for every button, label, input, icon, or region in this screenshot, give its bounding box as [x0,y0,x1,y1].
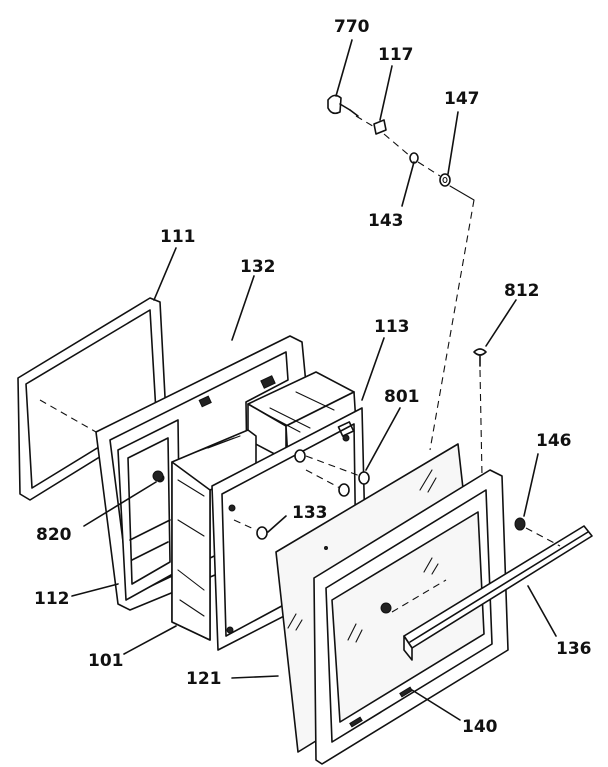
leader-lines [71,39,557,721]
callout-140: 140 [462,717,498,737]
callout-112: 112 [34,589,70,609]
callout-121: 121 [186,669,222,689]
clip-117 [373,119,387,135]
door-frame-140 [313,469,509,765]
callout-101: 101 [88,651,124,671]
screw-812 [473,348,487,477]
leader-dash-143-147 [417,161,441,177]
callout-147: 147 [444,89,480,109]
screw-820 [152,470,164,482]
nut-146 [391,517,561,613]
leader-dash-117-143 [383,133,411,157]
callout-136: 136 [556,639,592,659]
nut-147 [439,173,451,187]
leader-dash-hardware-to-door [429,199,475,451]
callout-146: 146 [536,431,572,451]
leader-dash-770-117 [355,115,377,129]
callout-801: 801 [384,387,420,407]
callout-117: 117 [378,45,414,65]
callout-133: 133 [292,503,328,523]
leader-147-down [449,185,475,201]
washer-133 [233,519,268,540]
callout-111: 111 [160,227,196,247]
insulation-101 [171,429,257,641]
side-panel-112 [117,419,181,601]
callout-820: 820 [36,525,72,545]
bolts-801 [294,449,370,497]
callout-132: 132 [240,257,276,277]
callout-770: 770 [334,17,370,37]
handle-136 [403,525,593,661]
callout-143: 143 [368,211,404,231]
callout-812: 812 [504,281,540,301]
callout-113: 113 [374,317,410,337]
screw-770 [327,94,359,117]
